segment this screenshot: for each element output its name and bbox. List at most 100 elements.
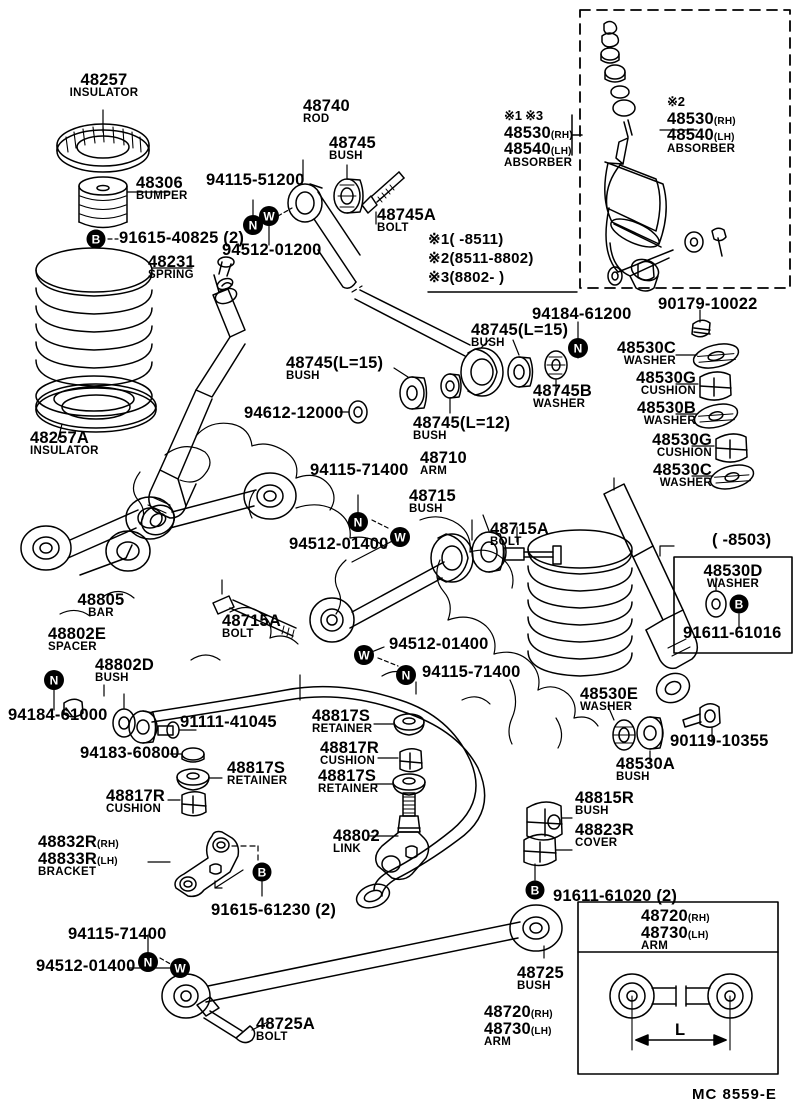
label-48817r-left: 48817R CUSHION [106,787,165,816]
inset-arm-box [577,901,779,1075]
part-coil-spring-right [527,529,633,677]
label-dimension-L: L [675,1021,686,1039]
badge-w-94512-01400-b [354,645,374,665]
label-48257: 48257 INSULATOR [69,71,139,100]
badge-w-94512-01200 [259,206,279,226]
label-48530g-2: 48530G CUSHION [652,431,712,460]
rod-lower-segment [351,285,471,357]
part-washer-48745b [544,350,568,393]
label-91615-61230: 91615-61230 (2) [211,901,337,919]
label-absorber-left: ※1 ※3 48530(RH) 48540(LH) ABSORBER [504,108,573,170]
label-48530g-1: 48530G CUSHION [636,369,696,398]
label-48530d: 48530D WASHER [703,562,763,591]
label-48817r-b: 48817R CUSHION [320,739,379,768]
label-48817s-b: 48817S RETAINER [312,707,373,736]
part-nut-94183-60800 [169,747,205,763]
label-48745b: 48745B WASHER [533,382,592,411]
badge-n-94184-61200 [568,338,588,358]
part-bush-48745-l15-left [393,367,428,410]
label-94612-12000: 94612-12000 [244,404,344,422]
part-insulator-48257a [35,383,157,441]
label-48715: 48715 BUSH [409,487,456,516]
label-94183-60800: 94183-60800 [80,744,180,762]
bracket-absorber-left [571,114,583,156]
badge-b-91611-61016 [729,594,749,614]
part-stabilizer-bar-48805 [151,674,486,909]
part-nut-94612-12000 [339,400,368,424]
label-48802-link: 48802 LINK [333,827,380,856]
label-48817s-left: 48817S RETAINER [227,759,288,788]
label-48530a: 48530A BUSH [616,755,675,784]
label-94184-61000: 94184-61000 [8,706,108,724]
badge-n-94184-61000 [44,670,64,690]
label-48745-l12: 48745(L=12) BUSH [413,414,511,443]
label-48257a: 48257A INSULATOR [30,429,99,458]
label-94512-01200: 94512-01200 [222,241,322,259]
part-upper-arms [20,472,297,639]
part-bush-cover-right [523,801,573,881]
label-94512-01400-b: 94512-01400 [389,635,489,653]
part-shock-absorber-left [140,256,246,536]
label-48802e: 48802E SPACER [48,625,107,654]
part-lateral-rod [460,339,504,397]
badge-n-94115-71400-a [348,512,368,532]
label-94115-71400-a: 94115-71400 [310,461,409,479]
stabilizer-bushes-left [53,684,197,744]
label-48802d: 48802D BUSH [95,656,154,685]
label-91611-61020: 91611-61020 (2) [553,887,678,905]
label-94184-61200: 94184-61200 [532,305,632,323]
part-bush-48745 [333,164,364,214]
label-48710: 48710 ARM [420,449,467,478]
badge-b-91615-40825 [86,229,106,249]
label-48530c-1: 48530C WASHER [617,339,676,368]
sheet-code: MC 8559-E [692,1086,777,1103]
label-48823r: 48823R COVER [575,821,634,850]
label-48725a: 48725A BOLT [256,1015,315,1044]
part-bush-48745-l15-right [507,339,534,388]
badge-b-91611-61020 [525,880,545,900]
label-48817s-c: 48817S RETAINER [318,767,379,796]
label-90179-10022: 90179-10022 [658,295,758,313]
label-48231: 48231 SPRING [148,253,195,282]
part-spring-48231 [35,247,193,417]
part-bumper-48306 [78,176,171,241]
note-mark1: ※1( -8511) [428,231,504,248]
label-range-8503: ( -8503) [712,531,772,549]
part-retainer-48817s-left [176,768,223,791]
part-bracket-48832r [147,830,263,898]
label-48530e: 48530E WASHER [580,685,639,714]
label-48805: 48805 BAR [77,591,125,620]
label-absorber-inset: ※2 48530(RH) 48540(LH) ABSORBER [667,94,736,156]
part-link-48802 [369,713,430,881]
part-rod-48740 [287,159,361,289]
washer-cushion-stack [675,309,755,490]
note-mark2: ※2(8511-8802) [428,250,534,267]
label-91611-61016: 91611-61016 [683,624,782,642]
label-48725: 48725 BUSH [517,964,564,993]
label-48530c-2: 48530C WASHER [653,461,712,490]
label-48745a: 48745A BOLT [377,206,436,235]
label-arm-48720-main: 48720(RH) 48730(LH) ARM [484,1003,553,1049]
label-94512-01400-c: 94512-01400 [36,957,136,975]
part-cushion-48817r-left [167,791,207,817]
label-48306: 48306 BUMPER [136,174,188,203]
label-bracket-48832r: 48832R(RH) 48833R(LH) BRACKET [38,833,119,879]
label-94512-01400-a: 94512-01400 [289,535,389,553]
label-48815r: 48815R BUSH [575,789,634,818]
badge-n-94115-71400-c [138,952,158,972]
badge-w-94512-01400-c [170,958,190,978]
label-94115-71400-c: 94115-71400 [68,925,167,943]
label-48715a-left: 48715A BOLT [222,612,281,641]
part-lower-arm-48720 [127,904,563,1044]
label-94115-71400-b: 94115-71400 [422,663,521,681]
label-48530b: 48530B WASHER [637,399,696,428]
label-48740: 48740 ROD [303,97,350,126]
part-bush-48745-l12 [440,373,462,414]
right-bush-washer [607,703,721,765]
label-48715a-top: 48715A BOLT [490,520,549,549]
label-48745-l15-left: 48745(L=15) BUSH [286,354,384,383]
label-90119-10355: 90119-10355 [670,732,769,750]
badge-w-94512-01400-a [390,527,410,547]
